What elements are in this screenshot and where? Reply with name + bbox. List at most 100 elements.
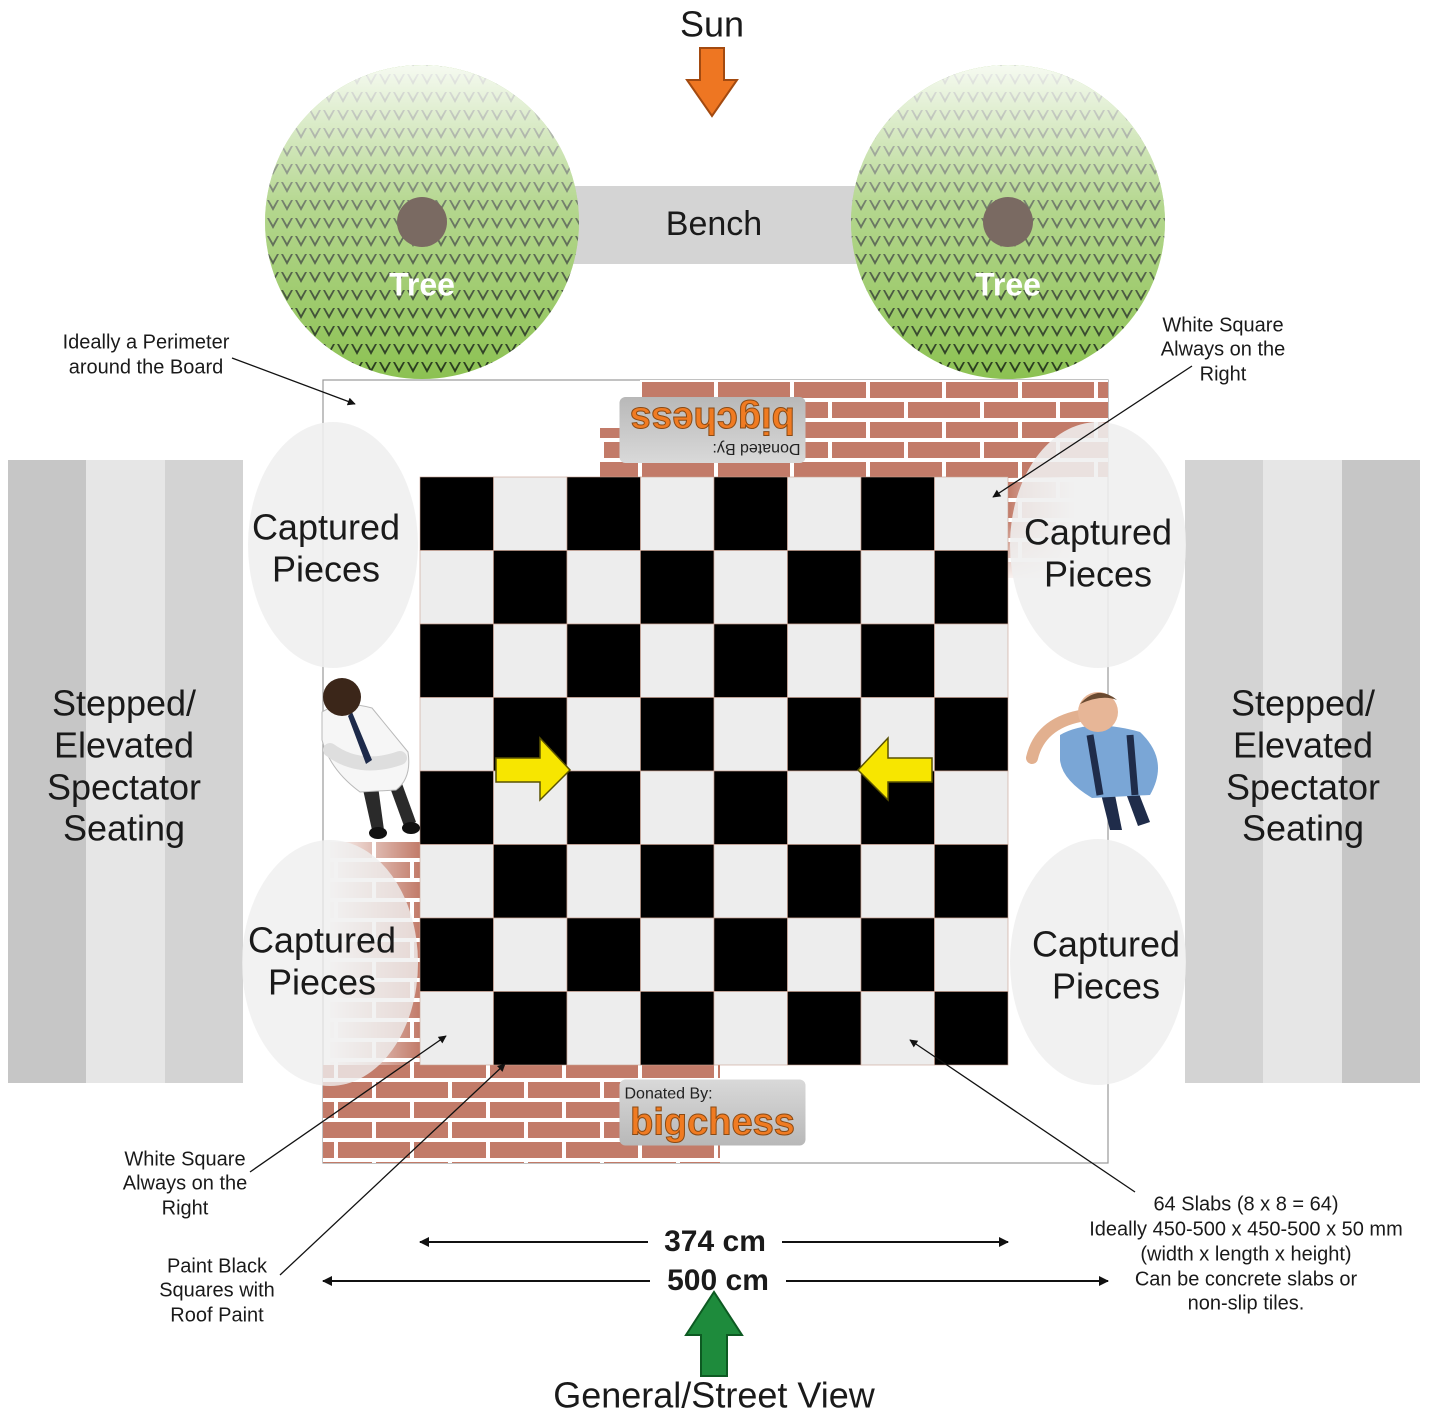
svg-text:Always on the: Always on the <box>1161 338 1286 360</box>
svg-text:Always on the: Always on the <box>123 1172 248 1194</box>
arrow-up-icon <box>684 1290 744 1377</box>
tree-label: Tree <box>975 266 1041 302</box>
board-square-black <box>934 550 1009 625</box>
board-square-white <box>640 623 715 698</box>
board-square-white <box>713 991 788 1066</box>
sun-label: Sun <box>680 4 744 45</box>
svg-text:Ideally 450-500 x 450-500 x 50: Ideally 450-500 x 450-500 x 50 mm <box>1089 1218 1403 1240</box>
board-square-white <box>713 697 788 772</box>
svg-text:(width x length x height): (width x length x height) <box>1140 1243 1351 1265</box>
seating-right-label: Stepped/ Elevated Spectator Seating <box>1226 683 1380 849</box>
svg-text:Elevated: Elevated <box>1233 725 1373 766</box>
dimension-outer-label: 500 cm <box>667 1264 769 1297</box>
svg-text:Seating: Seating <box>1242 808 1364 849</box>
svg-text:Squares with: Squares with <box>159 1279 275 1301</box>
board-square-black <box>787 697 862 772</box>
donated-by-label: Donated By: <box>625 1086 713 1103</box>
player-left-figure <box>321 678 420 839</box>
board-square-white <box>566 991 641 1066</box>
board-square-black <box>787 550 862 625</box>
board-square-black <box>493 844 568 919</box>
captured-label: Captured <box>248 920 396 961</box>
sponsor-logo-bottom: Donated By: bigchess <box>619 1079 806 1146</box>
svg-text:Stepped/: Stepped/ <box>52 683 196 724</box>
tree-trunk-icon <box>983 197 1033 247</box>
tree-label: Tree <box>389 266 455 302</box>
arrow-right-icon <box>495 736 572 802</box>
board-square-black <box>934 697 1009 772</box>
annotation-paint: Paint Black Squares with Roof Paint <box>159 1063 506 1326</box>
arrow-left-icon <box>856 736 933 802</box>
svg-text:non-slip tiles.: non-slip tiles. <box>1188 1292 1305 1314</box>
svg-text:Roof Paint: Roof Paint <box>170 1304 264 1326</box>
street-view-label: General/Street View <box>553 1375 876 1416</box>
board-square-white <box>787 623 862 698</box>
board-square-white <box>640 770 715 845</box>
board-square-white <box>860 991 935 1066</box>
board-square-black <box>787 991 862 1066</box>
board-square-white <box>640 476 715 551</box>
board-square-black <box>419 770 494 845</box>
board-square-white <box>787 917 862 992</box>
board-square-black <box>713 476 788 551</box>
board-square-black <box>566 623 641 698</box>
board-square-white <box>419 844 494 919</box>
board-square-black <box>860 917 935 992</box>
bench <box>560 186 870 264</box>
board-square-black <box>640 844 715 919</box>
annotation-white-square-top: White Square Always on the Right <box>992 314 1286 498</box>
board-square-black <box>640 550 715 625</box>
annotation-perimeter: Ideally a Perimeter around the Board <box>63 331 356 406</box>
board-square-white <box>566 844 641 919</box>
board-square-white <box>934 917 1009 992</box>
board-square-black <box>860 476 935 551</box>
board-square-black <box>493 550 568 625</box>
seating-left <box>8 460 243 1083</box>
captured-label: Pieces <box>272 549 380 590</box>
captured-area-left-top: Captured Pieces <box>248 422 418 668</box>
board-square-black <box>419 476 494 551</box>
captured-area-right-bottom: Captured Pieces <box>1010 839 1186 1085</box>
svg-text:Right: Right <box>162 1197 209 1219</box>
board-square-black <box>419 623 494 698</box>
donated-by-label: Donated By: <box>712 440 800 457</box>
player-right-figure <box>1026 692 1158 830</box>
seating-left-label: Stepped/ Elevated Spectator Seating <box>47 683 201 849</box>
board-square-black <box>934 844 1009 919</box>
svg-text:Can be concrete slabs or: Can be concrete slabs or <box>1135 1268 1358 1290</box>
board-square-black <box>640 697 715 772</box>
svg-text:White Square: White Square <box>124 1148 245 1170</box>
seating-right <box>1185 460 1420 1083</box>
board-square-white <box>566 550 641 625</box>
svg-text:Spectator: Spectator <box>47 767 201 808</box>
bench-label: Bench <box>666 205 762 243</box>
board-square-white <box>713 844 788 919</box>
tree-trunk-icon <box>397 197 447 247</box>
board-square-white <box>566 697 641 772</box>
captured-label: Pieces <box>268 962 376 1003</box>
svg-text:Elevated: Elevated <box>54 725 194 766</box>
svg-text:around the Board: around the Board <box>69 356 224 378</box>
svg-text:Paint Black: Paint Black <box>167 1255 268 1277</box>
board-square-white <box>713 550 788 625</box>
captured-label: Captured <box>252 507 400 548</box>
captured-area-right-top: Captured Pieces <box>1010 422 1186 668</box>
board-square-black <box>860 623 935 698</box>
dimension-inner-label: 374 cm <box>664 1225 766 1258</box>
board-square-black <box>713 917 788 992</box>
captured-label: Pieces <box>1052 966 1160 1007</box>
board-square-black <box>787 844 862 919</box>
annotation-white-square-bottom: White Square Always on the Right <box>123 1035 447 1219</box>
board-square-white <box>493 917 568 992</box>
svg-text:Ideally a Perimeter: Ideally a Perimeter <box>63 331 230 353</box>
board-square-black <box>566 917 641 992</box>
board-square-white <box>934 623 1009 698</box>
board-square-black <box>640 991 715 1066</box>
board-square-white <box>493 476 568 551</box>
board-square-white <box>419 550 494 625</box>
captured-area-left-bottom: Captured Pieces <box>242 840 418 1086</box>
arrow-down-icon <box>685 47 739 118</box>
board-square-white <box>787 770 862 845</box>
captured-label: Captured <box>1032 924 1180 965</box>
